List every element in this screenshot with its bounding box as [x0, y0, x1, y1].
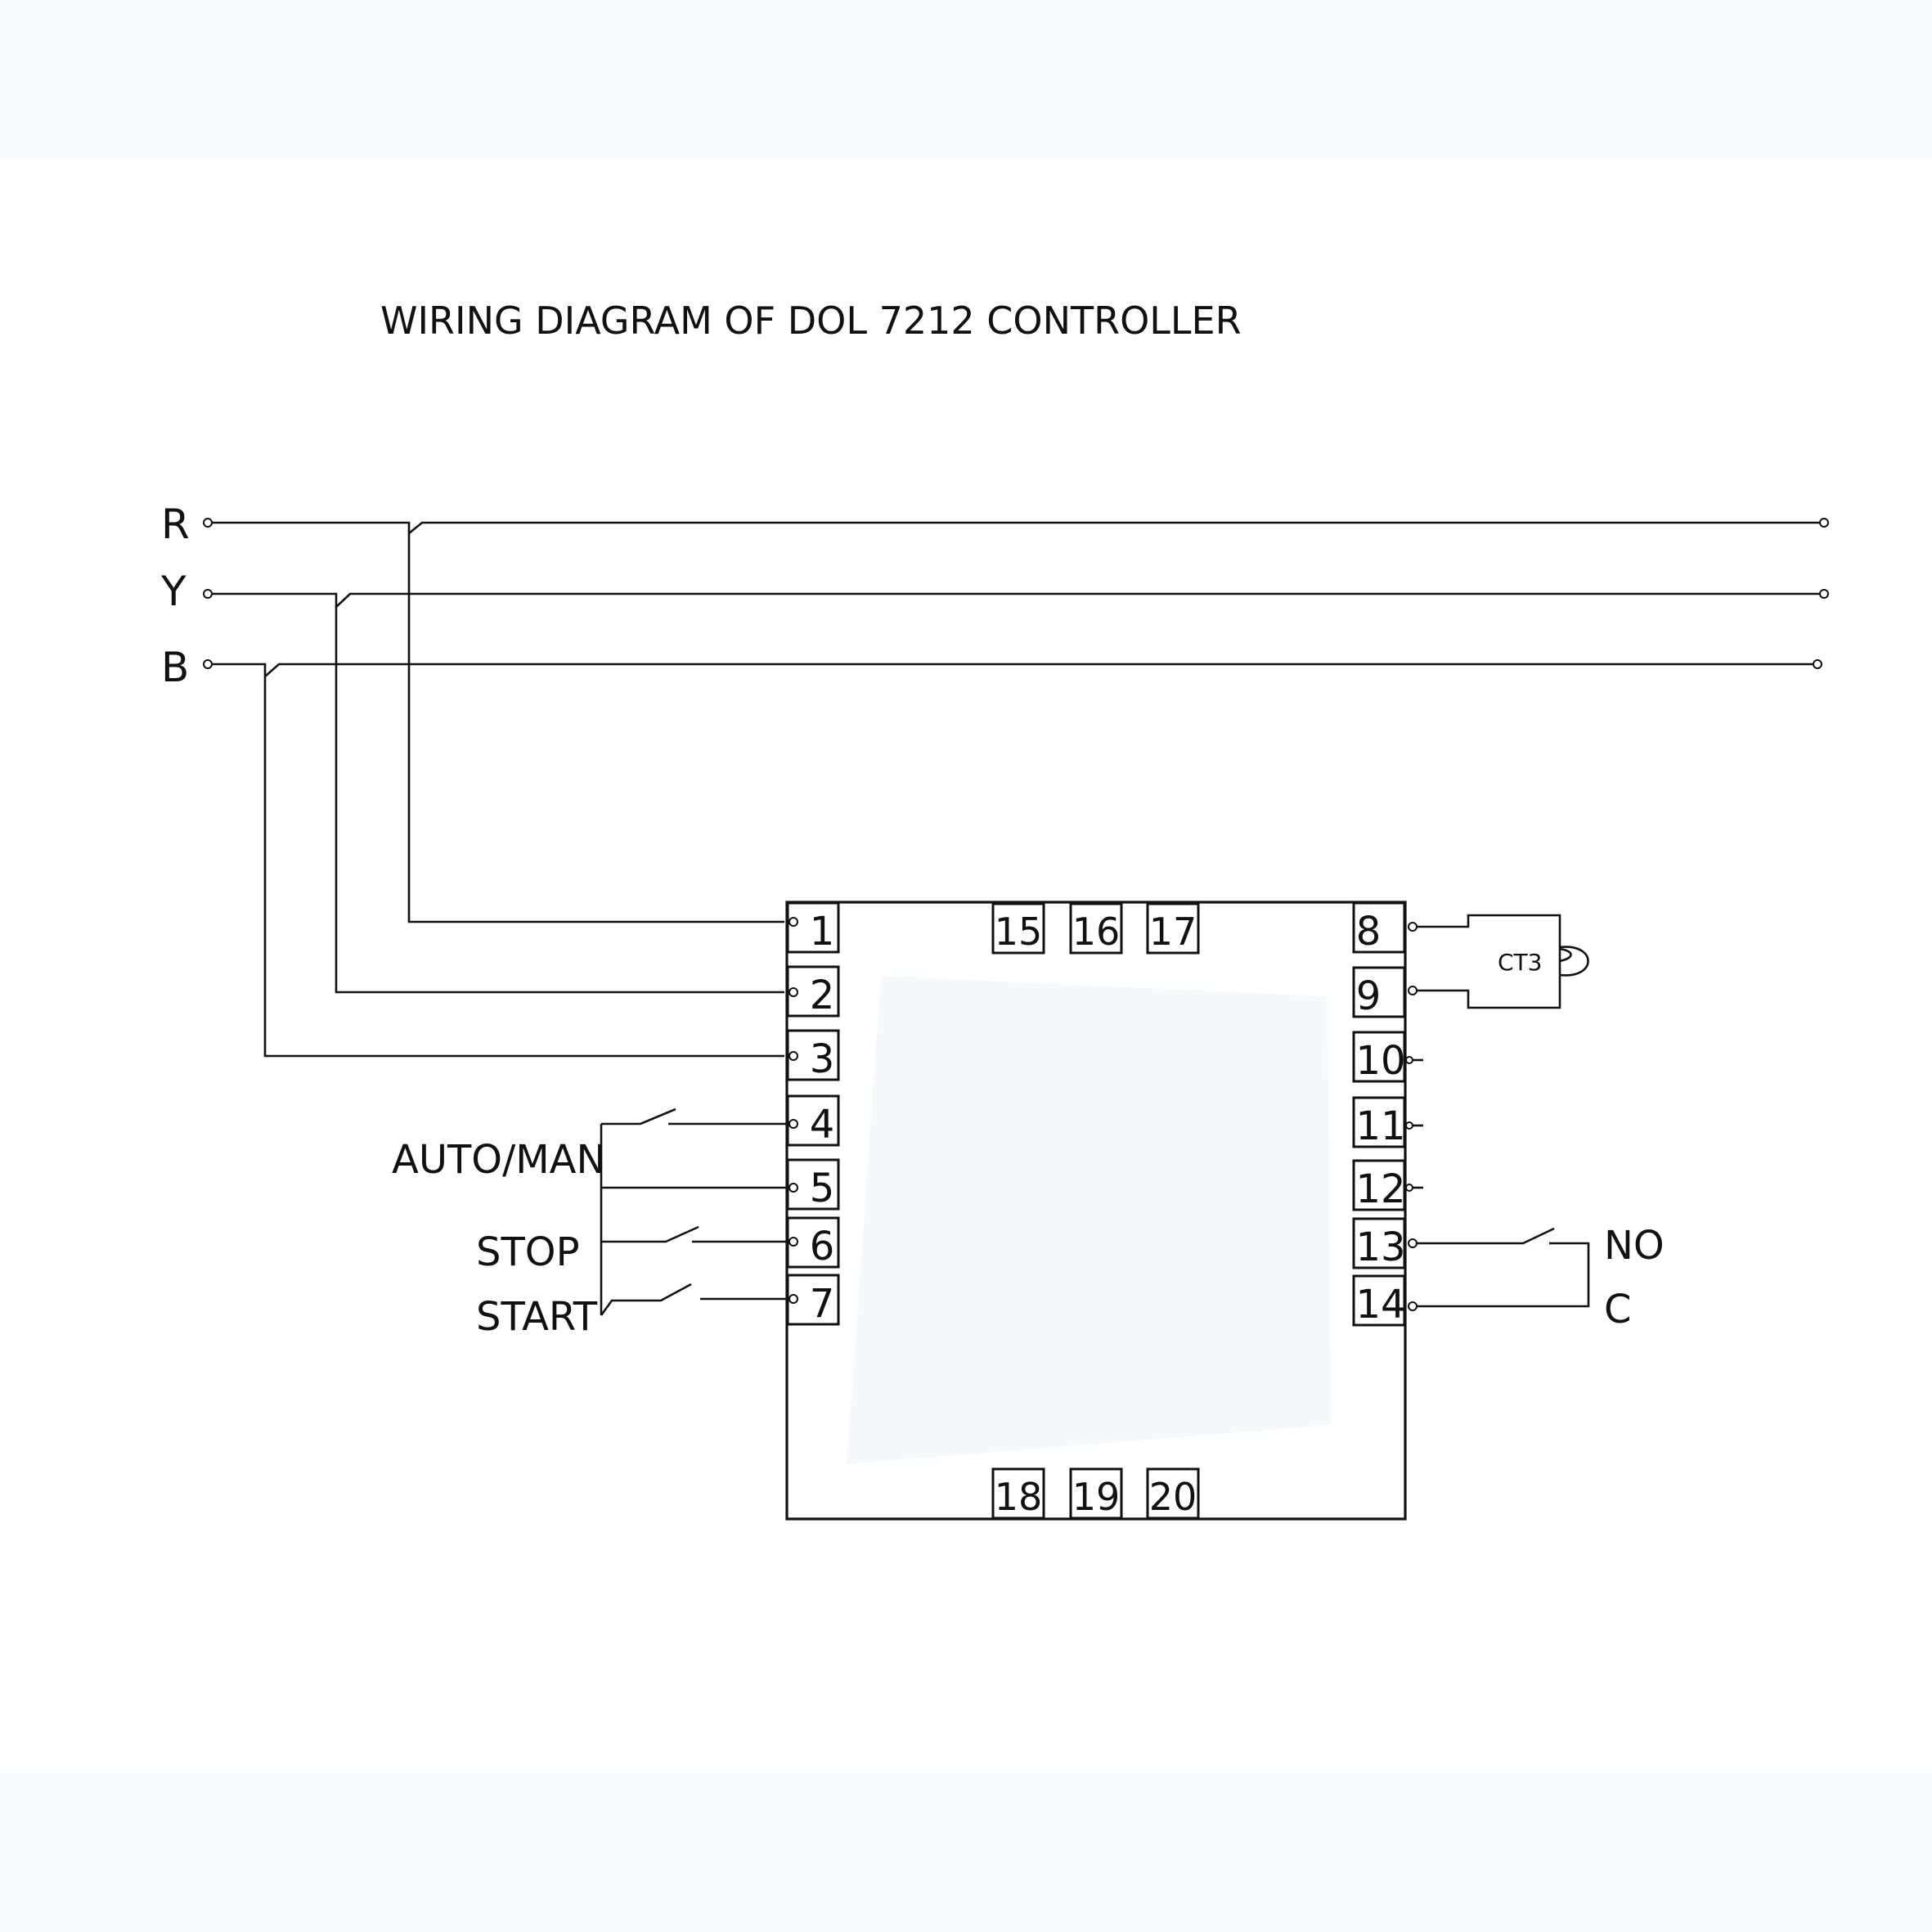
- svg-text:5: 5: [810, 1166, 835, 1211]
- svg-text:19: 19: [1072, 1475, 1121, 1519]
- phase-label-r: R: [161, 501, 190, 548]
- terminal-14[interactable]: 14: [1352, 1274, 1418, 1328]
- terminal-9[interactable]: 9: [1352, 966, 1418, 1019]
- bottom-margin-band: [0, 1773, 1932, 1932]
- controller-inner-panel: [847, 976, 1332, 1464]
- terminal-17[interactable]: 17: [1146, 902, 1200, 955]
- terminal-18[interactable]: 18: [991, 1467, 1045, 1520]
- svg-text:17: 17: [1149, 910, 1197, 954]
- terminal-13[interactable]: 13: [1352, 1217, 1418, 1270]
- terminal-1[interactable]: 1: [786, 901, 840, 955]
- relay-no-label: NO: [1604, 1223, 1665, 1269]
- svg-text:20: 20: [1149, 1475, 1197, 1519]
- svg-text:18: 18: [995, 1475, 1043, 1519]
- svg-text:14: 14: [1355, 1282, 1405, 1328]
- start-switch: [600, 1283, 789, 1316]
- svg-text:3: 3: [810, 1036, 835, 1082]
- terminal-12[interactable]: 12: [1352, 1159, 1423, 1212]
- terminal-15[interactable]: 15: [991, 902, 1045, 955]
- terminal-3[interactable]: 3: [786, 1029, 840, 1082]
- auto-man-switch: [600, 1108, 789, 1315]
- start-label: START: [476, 1294, 598, 1340]
- phase-r-line: [203, 518, 1829, 923]
- svg-text:7: 7: [810, 1281, 835, 1327]
- terminal-10[interactable]: 10: [1352, 1031, 1423, 1084]
- terminal-4[interactable]: 4: [786, 1094, 840, 1148]
- terminal-2[interactable]: 2: [786, 965, 840, 1018]
- diagram-title: WIRING DIAGRAM OF DOL 7212 CONTROLLER: [380, 299, 1242, 343]
- terminal-16[interactable]: 16: [1069, 902, 1123, 955]
- svg-text:16: 16: [1072, 910, 1121, 954]
- terminal-11[interactable]: 11: [1352, 1096, 1423, 1149]
- svg-text:9: 9: [1356, 973, 1382, 1019]
- terminal-7[interactable]: 7: [786, 1274, 840, 1327]
- svg-text:2: 2: [810, 973, 835, 1018]
- relay-output-contact: NO C: [1417, 1223, 1665, 1332]
- phase-b-line: [203, 659, 1822, 1058]
- svg-text:15: 15: [995, 910, 1043, 954]
- terminal-5[interactable]: 5: [786, 1158, 840, 1211]
- svg-text:1: 1: [810, 909, 835, 955]
- ct3-label: CT3: [1498, 949, 1542, 976]
- svg-text:6: 6: [810, 1224, 835, 1269]
- relay-c-label: C: [1604, 1287, 1632, 1332]
- svg-text:11: 11: [1355, 1103, 1405, 1149]
- phase-y-line: [203, 589, 1829, 994]
- svg-text:4: 4: [810, 1102, 835, 1148]
- svg-text:8: 8: [1356, 909, 1382, 955]
- svg-text:12: 12: [1355, 1166, 1405, 1212]
- terminal-20[interactable]: 20: [1146, 1467, 1200, 1520]
- ct3-current-transformer: CT3: [1417, 914, 1589, 1009]
- svg-text:10: 10: [1355, 1038, 1405, 1084]
- terminal-19[interactable]: 19: [1069, 1467, 1123, 1520]
- stop-switch: [601, 1225, 789, 1243]
- auto-man-label: AUTO/MAN: [392, 1137, 605, 1183]
- stop-label: STOP: [476, 1229, 580, 1275]
- phase-label-y: Y: [160, 568, 186, 615]
- phase-label-b: B: [161, 644, 189, 691]
- svg-text:13: 13: [1355, 1224, 1405, 1270]
- top-margin-band: [0, 0, 1932, 160]
